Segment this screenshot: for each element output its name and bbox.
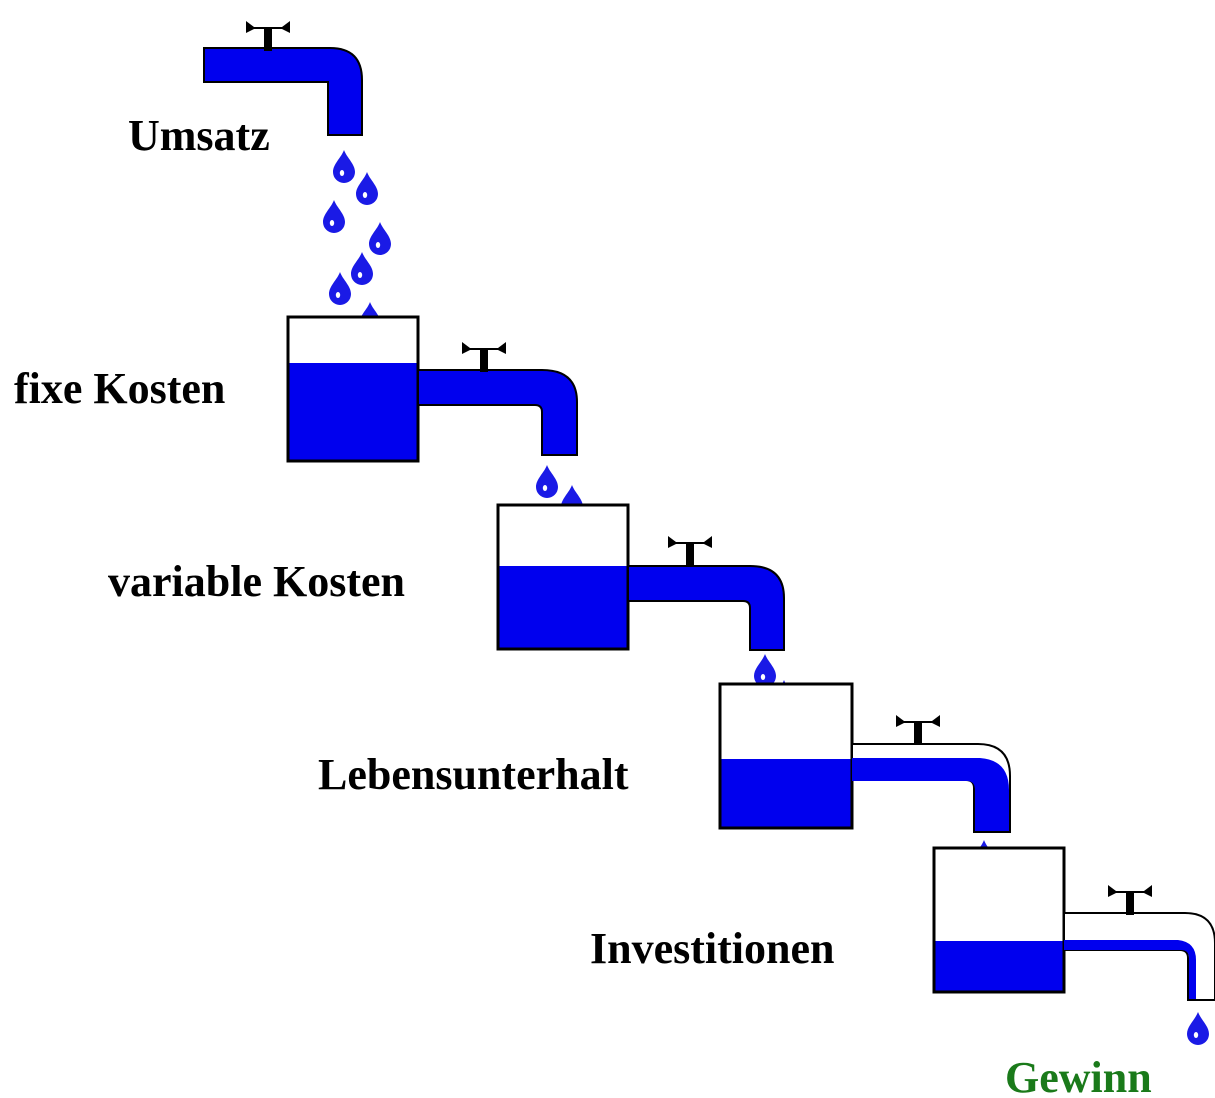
valve-handle-icon [462,342,506,372]
valve-handle-icon [668,536,712,566]
valve-handle-icon [1108,885,1152,915]
stage-label-lebensunterhalt: Lebensunterhalt [318,750,629,799]
water-drop-icon [351,252,373,285]
water-drop-icon [369,222,391,255]
water-drop-icon [333,150,355,183]
drops-investitionen [1187,1012,1209,1045]
umsatz-tap: Umsatz [128,21,363,160]
water-drop-icon [1187,1012,1209,1045]
water-drop-icon [536,465,558,498]
water-drop-icon [754,654,776,687]
water-drop-icon [356,172,378,205]
variable-kosten-tank: variable Kosten [108,503,785,651]
stage-label-investitionen: Investitionen [590,924,834,973]
result-label-gewinn: Gewinn [1005,1053,1152,1098]
investitionen-tank: Investitionen [590,846,1215,1001]
stage-label-variable-kosten: variable Kosten [108,557,405,606]
water-drop-icon [323,200,345,233]
fixe-kosten-tank: fixe Kosten [14,315,578,463]
water-drop-icon [329,272,351,305]
lebensunterhalt-tank: Lebensunterhalt [318,682,1011,833]
stage-label-fixe-kosten: fixe Kosten [14,364,225,413]
stage-label-umsatz: Umsatz [128,111,270,160]
valve-handle-icon [246,21,290,51]
valve-handle-icon [896,715,940,745]
